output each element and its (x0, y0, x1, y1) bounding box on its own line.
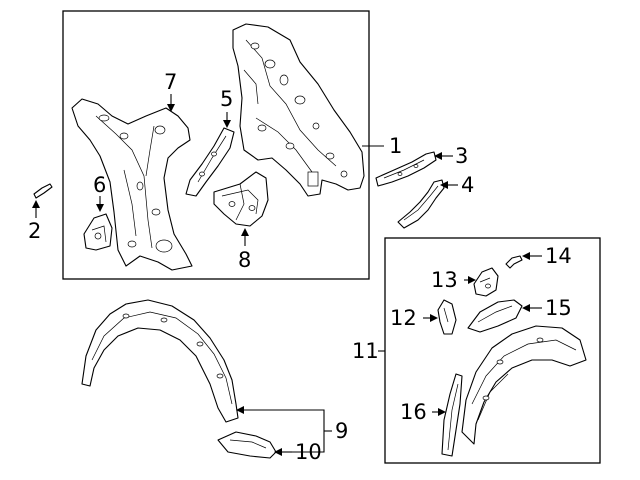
callout-7: 7 (164, 70, 177, 94)
callout-1: 1 (389, 134, 402, 158)
callout-10: 10 (295, 440, 322, 464)
part-12-bracket[interactable] (437, 299, 457, 335)
callout-8: 8 (238, 248, 251, 272)
callout-13: 13 (431, 268, 458, 292)
leader-lines (32, 94, 542, 456)
part-3-extension[interactable] (375, 151, 437, 187)
callout-11: 11 (352, 339, 379, 363)
part-6-gusset[interactable] (83, 213, 113, 251)
callout-4: 4 (461, 173, 474, 197)
part-5-upper-bracket[interactable] (185, 127, 235, 197)
part-7-pillar-reinforcement[interactable] (71, 98, 193, 271)
callout-6: 6 (93, 173, 106, 197)
callout-14: 14 (545, 244, 572, 268)
part-1-quarter-inner-panel[interactable] (232, 23, 365, 197)
part-13-bracket[interactable] (473, 267, 499, 297)
callout-12: 12 (390, 306, 417, 330)
part-4-reinforcement[interactable] (397, 179, 445, 229)
callout-2: 2 (28, 219, 41, 243)
callout-5: 5 (220, 87, 233, 111)
callout-15: 15 (545, 296, 572, 320)
part-11-wheelhouse-inner[interactable] (461, 325, 587, 445)
callout-3: 3 (455, 144, 468, 168)
callout-16: 16 (400, 400, 427, 424)
part-8-mount-bracket[interactable] (213, 171, 269, 227)
part-15-panel[interactable] (467, 299, 523, 333)
part-16-strip[interactable] (441, 373, 463, 457)
part-10-extension-plate[interactable] (217, 431, 277, 459)
part-9-wheelhouse-outer[interactable] (81, 299, 239, 423)
callout-9: 9 (335, 419, 348, 443)
part-14-clip[interactable] (505, 255, 523, 269)
part-2-clip[interactable] (33, 183, 53, 199)
assembly-box-1 (62, 10, 370, 280)
